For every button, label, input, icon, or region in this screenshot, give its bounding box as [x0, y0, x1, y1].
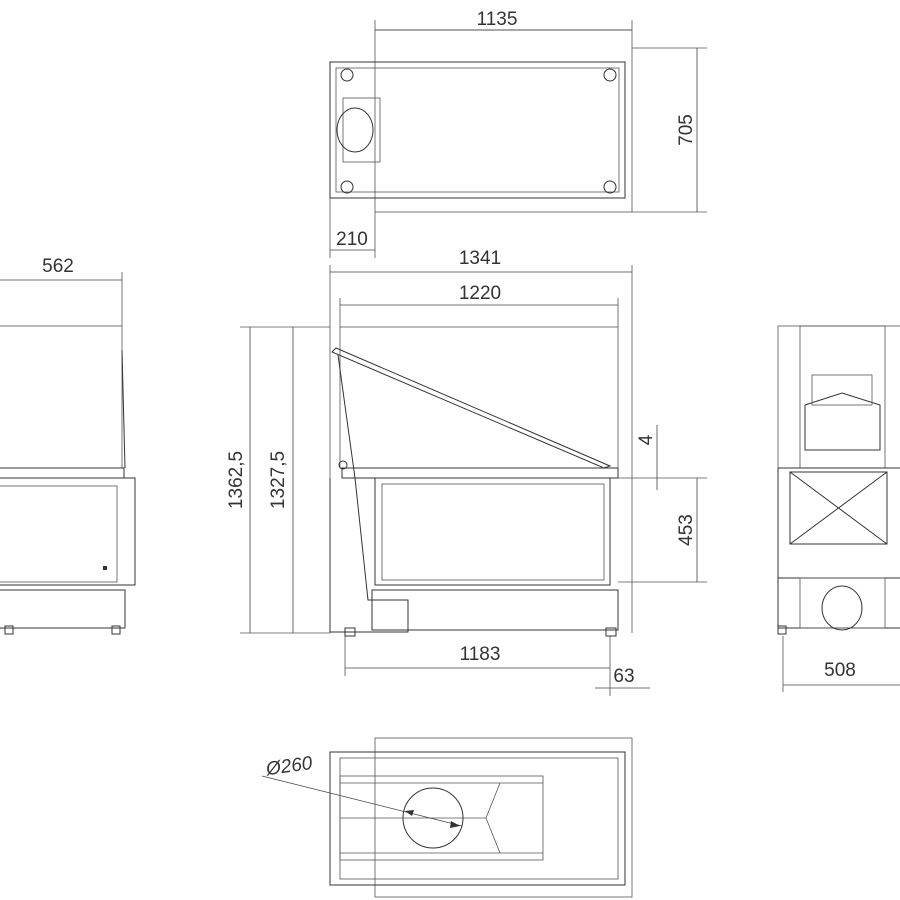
dim-body-height: 1327,5: [268, 451, 289, 509]
dim-side-depth: 562: [42, 256, 74, 277]
top-view: [329, 20, 707, 258]
dim-gap: 4: [636, 434, 657, 445]
dim-leg-offset: 63: [613, 666, 634, 687]
dim-top-offset: 210: [336, 229, 368, 250]
bottom-view: [261, 737, 633, 898]
dim-flue-diameter: Ø260: [264, 753, 314, 780]
dim-back-width: 508: [824, 660, 856, 681]
front-view: [240, 265, 707, 696]
dim-overall-width: 1341: [459, 248, 501, 269]
dim-top-depth: 705: [676, 114, 697, 146]
back-view: [777, 325, 900, 692]
side-view: [0, 272, 136, 635]
dim-base-width: 1183: [460, 644, 501, 665]
dim-glass-height: 453: [676, 514, 697, 546]
dim-top-width: 1135: [477, 9, 518, 30]
dim-glass-width: 1220: [459, 283, 501, 304]
dim-overall-height: 1362,5: [226, 451, 247, 509]
